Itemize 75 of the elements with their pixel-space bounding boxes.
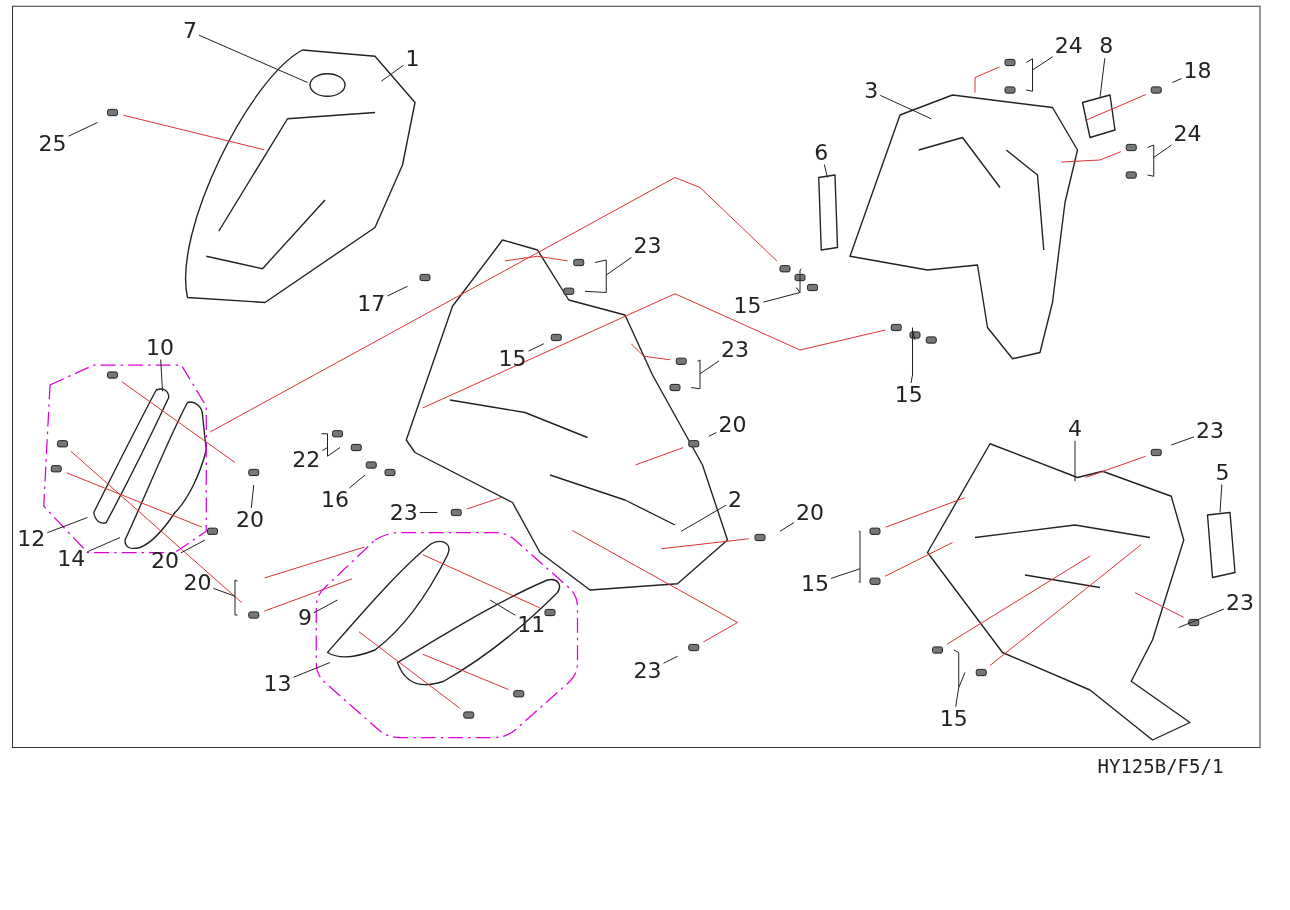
callout-number: 24 [1173, 122, 1202, 145]
leader-line [46, 517, 88, 534]
leader-line [1074, 440, 1076, 482]
leader-line [1147, 144, 1172, 177]
leader-line [1099, 57, 1106, 98]
drawing-number: HY125B/F5/1 [1097, 755, 1224, 777]
leader-line [1170, 436, 1195, 446]
leader-line [830, 530, 861, 583]
leader-line [823, 164, 828, 178]
leader-line [489, 599, 516, 616]
leader-line [250, 484, 255, 509]
callout-number: 23 [389, 501, 418, 524]
leader-line [763, 268, 802, 303]
callout-number: 20 [718, 414, 747, 436]
callout-number: 1 [405, 47, 420, 70]
callout-number: 17 [357, 292, 386, 315]
leader-line [910, 327, 916, 384]
callout-number: 15 [498, 347, 527, 370]
leader-line [1219, 484, 1223, 513]
callout-number: 20 [151, 550, 179, 573]
callout-number: 23 [721, 339, 749, 361]
callout-number: 7 [183, 20, 197, 43]
callout-number: 23 [1226, 591, 1254, 614]
leader-line [1172, 78, 1182, 83]
callout-number: 23 [633, 235, 662, 258]
callout-number: 15 [801, 572, 829, 595]
callout-number: 14 [57, 547, 86, 570]
leader-line [198, 34, 308, 83]
leader-line [1025, 56, 1054, 92]
callout-number: 5 [1215, 461, 1230, 484]
callout-number: 15 [894, 384, 923, 406]
callout-number: 3 [864, 80, 879, 103]
leader-line [680, 504, 727, 532]
leader-line [68, 122, 98, 137]
callout-number: 22 [292, 449, 321, 471]
callout-number: 23 [1196, 420, 1224, 443]
callout-number: 20 [236, 509, 264, 531]
callout-number: 15 [939, 707, 968, 730]
leader-line [1178, 608, 1225, 628]
leader-line [86, 537, 121, 553]
callout-number: 15 [733, 295, 762, 318]
leader-line [386, 285, 408, 297]
leader-line [160, 359, 163, 392]
callout-number: 2 [728, 489, 742, 511]
leader-line [380, 64, 404, 82]
leader-line [953, 649, 966, 708]
callout-number: 16 [321, 489, 349, 511]
callout-number: 11 [517, 614, 546, 636]
callout-number: 10 [146, 336, 174, 359]
callout-number: 25 [38, 132, 67, 155]
callout-number: 24 [1054, 35, 1083, 58]
callout-number: 13 [263, 672, 292, 695]
callout-number: 4 [1068, 417, 1082, 440]
callout-number: 20 [796, 501, 824, 524]
leader-line [779, 522, 795, 532]
leader-line [879, 94, 932, 120]
callout-number: 8 [1099, 35, 1114, 58]
leader-line [180, 539, 206, 554]
leader-line [293, 662, 331, 678]
leader-line [313, 599, 338, 614]
leader-line [663, 655, 678, 664]
callout-number: 23 [633, 660, 662, 683]
leader-line [419, 512, 438, 513]
callout-number: 9 [298, 606, 312, 629]
leader-line [348, 474, 366, 489]
leader-line [708, 432, 717, 437]
callout-number: 12 [17, 527, 46, 550]
leader-line [690, 359, 720, 390]
leader-line [320, 433, 341, 457]
leader-line [584, 256, 632, 293]
callout-number: 20 [183, 571, 212, 594]
leader-line [528, 343, 545, 352]
callout-number: 18 [1183, 60, 1212, 83]
callout-number: 6 [814, 141, 829, 164]
leader-line [213, 579, 238, 616]
